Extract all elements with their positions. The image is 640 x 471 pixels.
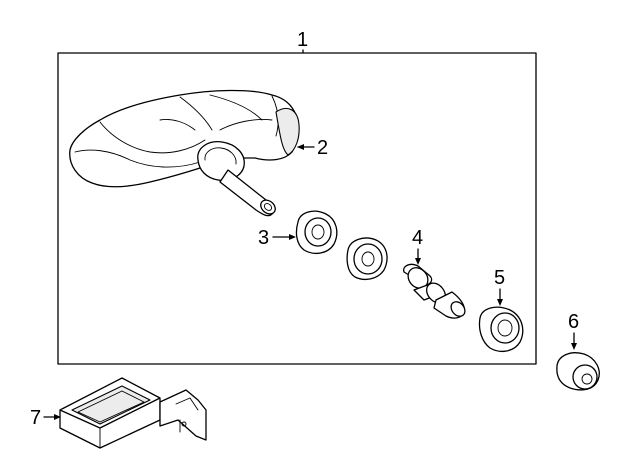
valve-core-icon[interactable] <box>403 263 468 319</box>
receiver-module-icon[interactable] <box>59 377 207 449</box>
arrowhead-4 <box>415 258 421 265</box>
callout-number-5: 5 <box>494 267 505 289</box>
arrowhead-2 <box>297 144 304 150</box>
arrowhead-6 <box>571 343 577 350</box>
tpms-sensor-body-icon[interactable] <box>69 89 300 217</box>
callout-number-4: 4 <box>412 227 423 249</box>
callout-7[interactable]: 7 <box>30 407 61 429</box>
callout-4[interactable]: 4 <box>412 227 423 265</box>
grommet-icon[interactable] <box>295 210 338 255</box>
callout-number-7: 7 <box>30 407 41 429</box>
valve-cap-icon[interactable] <box>478 306 524 353</box>
callout-2[interactable]: 2 <box>297 137 328 159</box>
callout-3[interactable]: 3 <box>258 227 296 249</box>
callout-number-6: 6 <box>568 311 579 333</box>
washer-icon[interactable] <box>346 237 388 281</box>
callout-number-2: 2 <box>317 137 328 159</box>
arrowhead-7 <box>54 414 61 420</box>
callout-5[interactable]: 5 <box>494 267 505 306</box>
callout-number-1: 1 <box>297 29 308 51</box>
valve-cap-icon[interactable] <box>556 352 600 391</box>
assembly-frame <box>57 52 537 365</box>
callout-1[interactable]: 1 <box>297 29 308 54</box>
callout-6[interactable]: 6 <box>568 311 579 350</box>
arrowhead-3 <box>289 234 296 240</box>
callout-number-3: 3 <box>258 227 269 249</box>
arrowhead-5 <box>497 299 503 306</box>
